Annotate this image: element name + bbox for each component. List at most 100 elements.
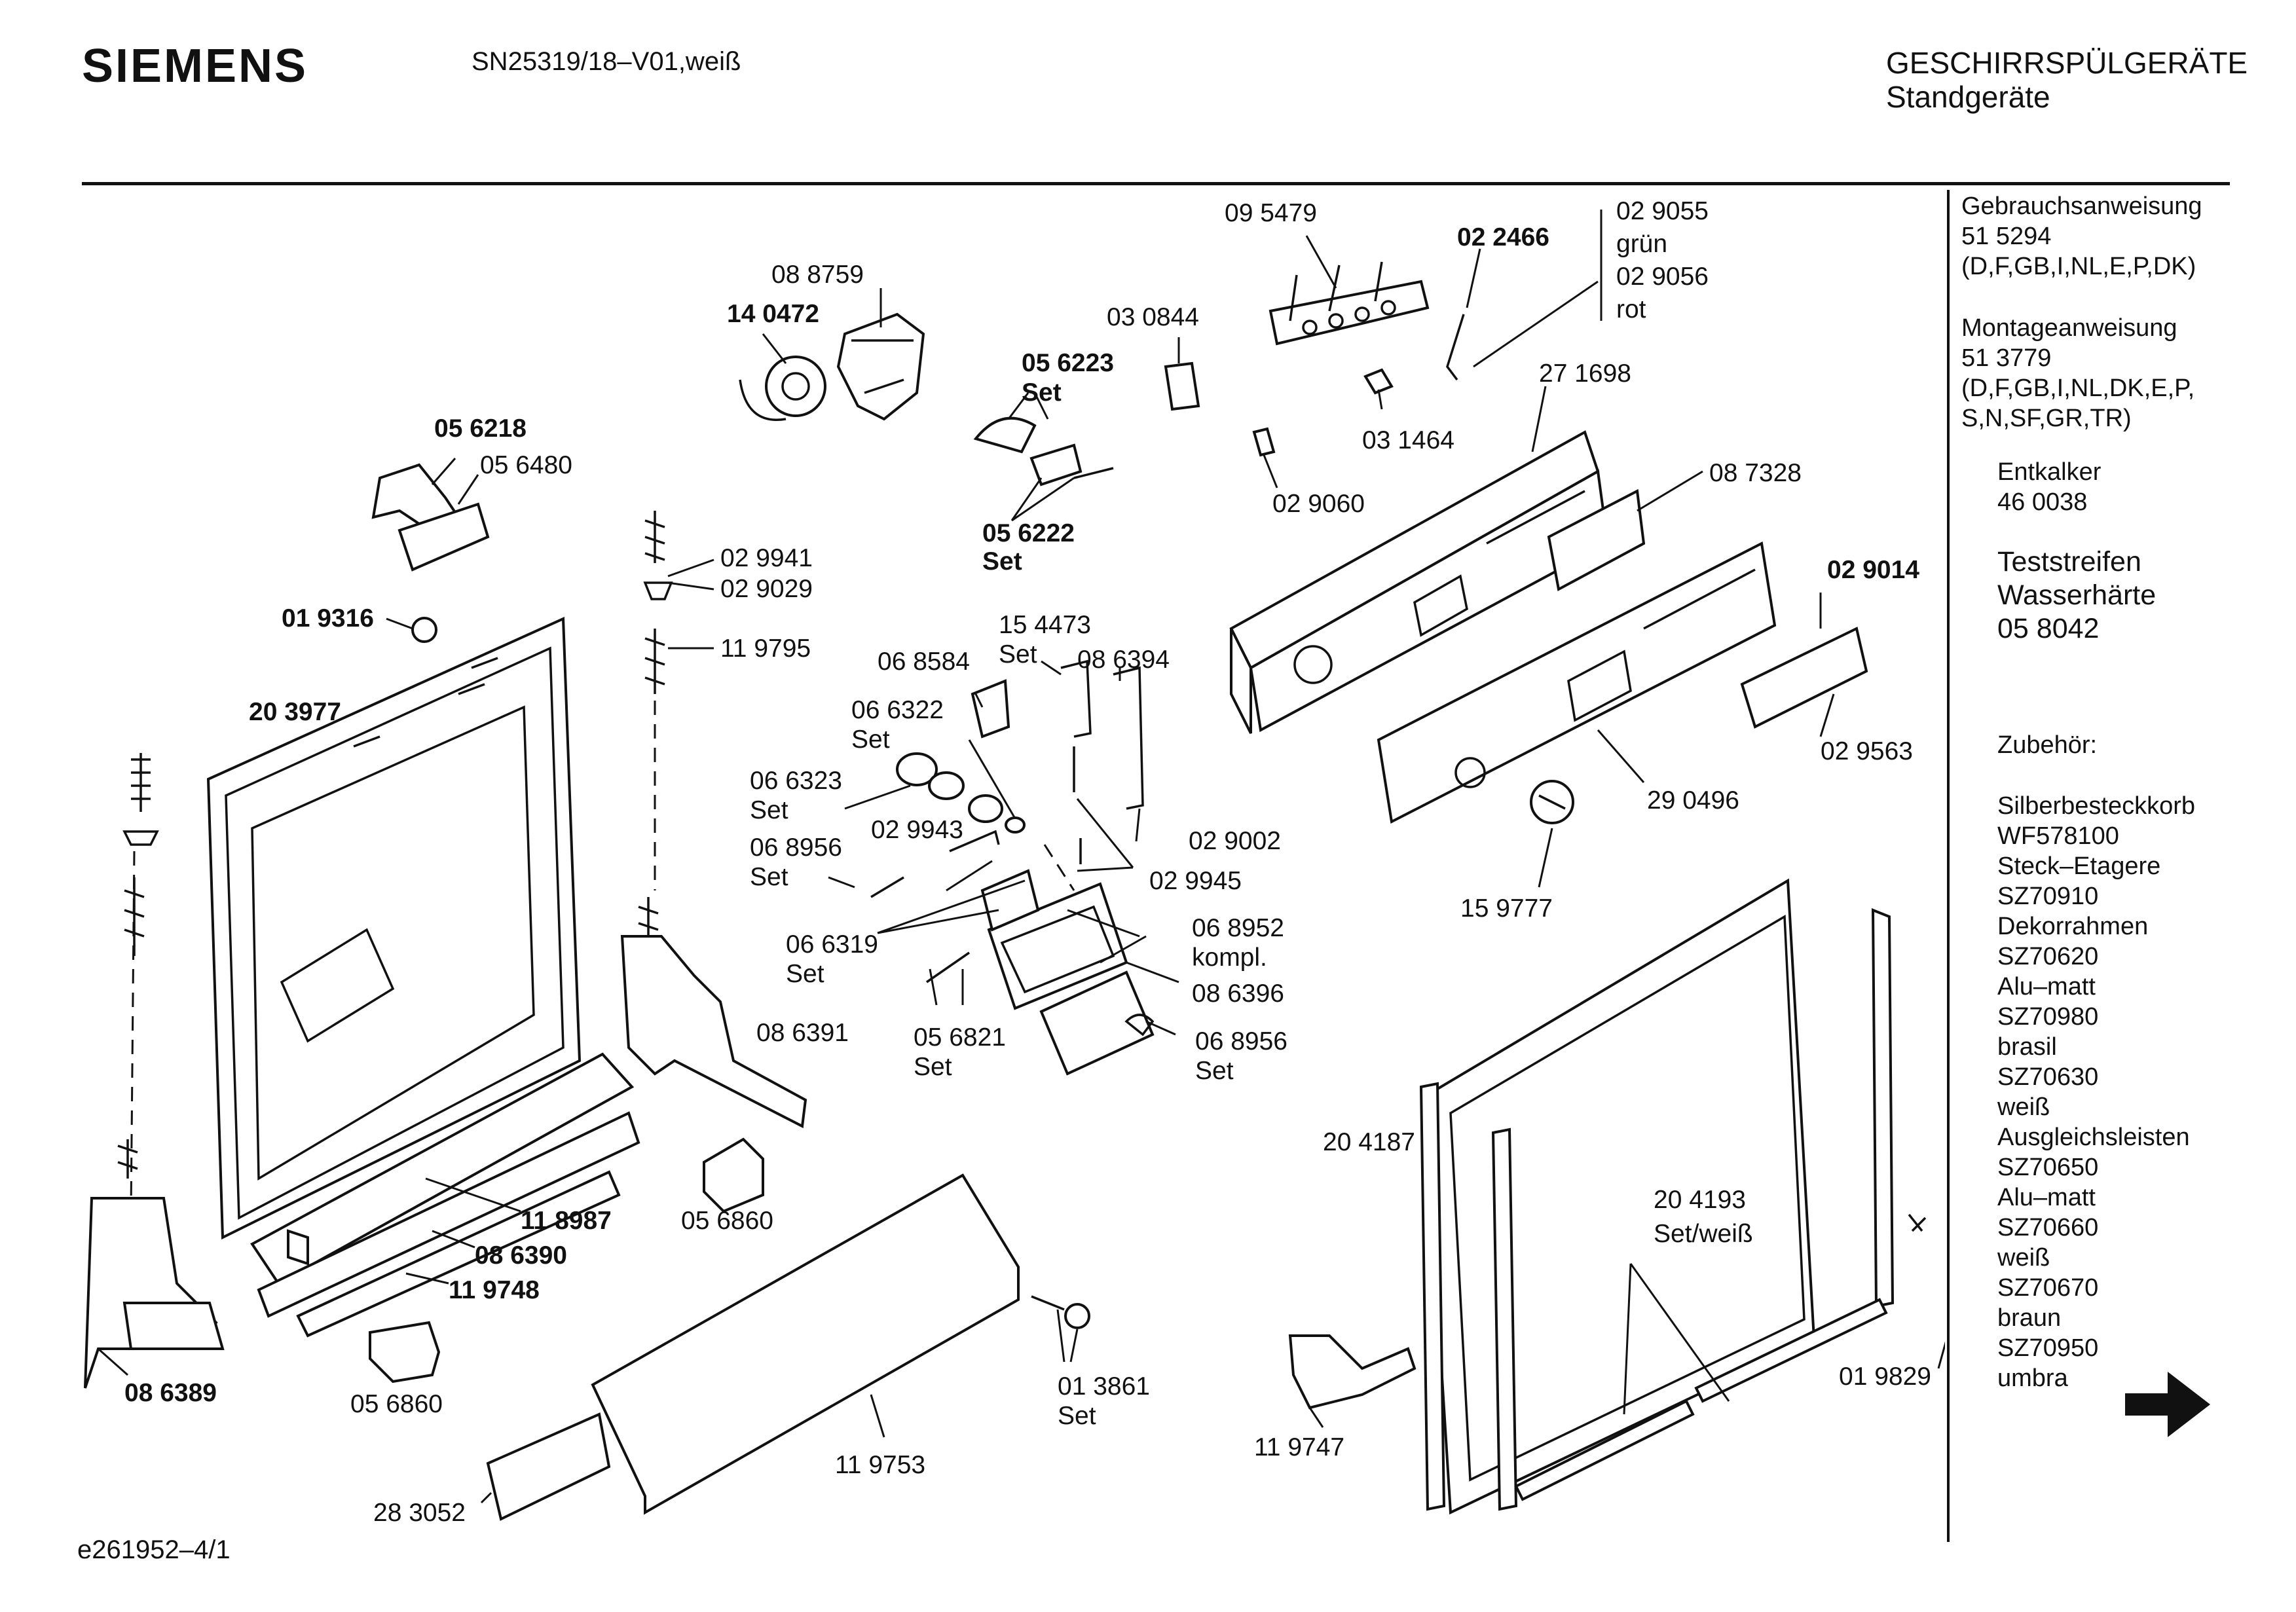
category-heading: GESCHIRRSPÜLGERÄTE Standgeräte <box>1886 46 2248 114</box>
label-029029: 02 9029 <box>720 575 813 603</box>
label-gruen: grün <box>1616 230 1667 258</box>
label-set-h: Set <box>914 1053 952 1081</box>
accessory-entry: SZ70980 <box>1997 1003 2099 1031</box>
front-fascia <box>1377 541 1777 824</box>
switch-set <box>973 416 1114 486</box>
label-029056: 02 9056 <box>1616 263 1709 291</box>
accessory-entry: weiß <box>1997 1244 2050 1272</box>
label-119747: 11 9747 <box>1254 1433 1344 1461</box>
program-knob <box>1530 780 1574 824</box>
label-086394: 08 6394 <box>1077 646 1170 674</box>
manual-title: Gebrauchsanweisung <box>1961 192 2202 220</box>
hinge-right <box>620 511 807 1129</box>
label-set-a: Set <box>1022 378 1062 407</box>
label-068956-a: 06 8956 <box>750 833 842 862</box>
label-119795: 11 9795 <box>720 634 811 663</box>
sidebar-divider <box>1947 190 1950 1542</box>
exploded-parts-diagram: 09 5479 02 2466 02 9055 grün 02 9056 rot… <box>84 197 1945 1527</box>
side-profile-right <box>1871 908 1895 1308</box>
label-rot: rot <box>1616 295 1646 323</box>
test-strips-line-1: Teststreifen <box>1997 546 2141 577</box>
test-strips-number: 05 8042 <box>1997 613 2100 644</box>
document-id: e261952–4/1 <box>77 1535 231 1564</box>
accessory-entry: SZ70620 <box>1997 943 2099 970</box>
manual-languages: (D,F,GB,I,NL,E,P,DK) <box>1961 253 2196 280</box>
test-strips-line-2: Wasserhärte <box>1997 579 2157 611</box>
accessory-entry: Silberbesteckkorb <box>1997 792 2196 820</box>
arrow-right-icon[interactable] <box>2122 1368 2213 1440</box>
label-086391: 08 6391 <box>756 1019 849 1047</box>
assembly-info: Montageanweisung 51 3779 (D,F,GB,I,NL,DK… <box>1961 313 2194 433</box>
label-086390: 08 6390 <box>475 1241 567 1270</box>
header-divider <box>82 182 2230 185</box>
label-087328: 08 7328 <box>1709 459 1802 487</box>
label-204187: 20 4187 <box>1323 1128 1415 1156</box>
label-066323: 06 6323 <box>750 767 842 795</box>
accessory-entry: WF578100 <box>1997 822 2119 850</box>
descaler-title: Entkalker <box>1997 458 2102 486</box>
label-056821: 05 6821 <box>914 1023 1006 1052</box>
label-095479: 09 5479 <box>1225 199 1317 227</box>
bracket-019316 <box>411 617 437 643</box>
label-154473: 15 4473 <box>999 611 1091 639</box>
label-119748: 11 9748 <box>449 1276 540 1304</box>
plinth-edge <box>591 1175 1020 1497</box>
accessory-entry: Dekorrahmen <box>1997 913 2149 940</box>
label-056860-b: 05 6860 <box>350 1390 443 1418</box>
label-set-j: Set <box>1058 1402 1096 1430</box>
accessory-entry: SZ70630 <box>1997 1063 2099 1091</box>
hinge-left <box>84 753 225 1389</box>
microswitch <box>1164 361 1200 411</box>
label-set-g: Set <box>786 960 824 988</box>
door-bottom-rails <box>250 1052 640 1338</box>
label-056860-a: 05 6860 <box>681 1207 773 1235</box>
accessory-entry: weiß <box>1997 1093 2050 1121</box>
accessory-entry: Alu–matt <box>1997 1184 2096 1211</box>
terminal-block <box>1268 261 1430 346</box>
label-set-i: Set <box>1195 1057 1234 1085</box>
timer-knob <box>739 356 826 421</box>
label-056222: 05 6222 <box>982 519 1075 547</box>
label-086396: 08 6396 <box>1192 980 1284 1008</box>
screw-019829 <box>1908 1213 1927 1232</box>
label-029563: 02 9563 <box>1821 737 1913 765</box>
assembly-languages-1: (D,F,GB,I,NL,DK,E,P, <box>1961 375 2195 402</box>
door-inner-panel <box>206 616 582 1240</box>
button-set <box>1740 627 1868 729</box>
label-029002: 02 9002 <box>1189 827 1281 855</box>
label-set-weiss: Set/weiß <box>1654 1220 1753 1248</box>
accessory-entry: Alu–matt <box>1997 973 2096 1000</box>
label-set-d: Set <box>851 725 890 754</box>
label-056223: 05 6223 <box>1022 349 1114 377</box>
label-271698: 27 1698 <box>1539 359 1631 388</box>
label-013861: 01 3861 <box>1058 1372 1150 1401</box>
label-290496: 29 0496 <box>1647 786 1739 815</box>
accessory-entry: brasil <box>1997 1033 2057 1061</box>
label-140472: 14 0472 <box>727 300 819 328</box>
label-029055: 02 9055 <box>1616 197 1709 225</box>
label-068956-b: 06 8956 <box>1195 1027 1287 1055</box>
label-068584: 06 8584 <box>878 648 970 676</box>
mounting-bracket <box>1288 1334 1416 1410</box>
label-030844: 03 0844 <box>1107 303 1199 331</box>
side-profile-inner <box>1491 1127 1518 1511</box>
label-056480: 05 6480 <box>480 451 572 479</box>
plinth-strip <box>486 1412 611 1521</box>
manual-number: 51 5294 <box>1961 223 2052 250</box>
accessory-entry: SZ70910 <box>1997 883 2099 910</box>
assembly-languages-2: S,N,SF,GR,TR) <box>1961 405 2132 432</box>
label-066319: 06 6319 <box>786 930 878 959</box>
foam-block-lower <box>369 1321 441 1383</box>
trim-strip-left <box>1514 1399 1695 1501</box>
label-119753: 11 9753 <box>835 1451 925 1479</box>
accessories-title: Zubehör: <box>1997 731 2098 759</box>
plinth-panel <box>591 1173 1020 1515</box>
accessory-entry: SZ70670 <box>1997 1274 2099 1302</box>
label-set-e: Set <box>750 796 788 824</box>
test-strips-info: Teststreifen Wasserhärte 05 8042 <box>1997 545 2156 646</box>
accessory-entry: SZ70660 <box>1997 1214 2099 1241</box>
label-029945: 02 9945 <box>1149 867 1242 895</box>
foam-block-upper <box>703 1137 764 1213</box>
accessory-entry: SZ70950 <box>1997 1334 2099 1362</box>
